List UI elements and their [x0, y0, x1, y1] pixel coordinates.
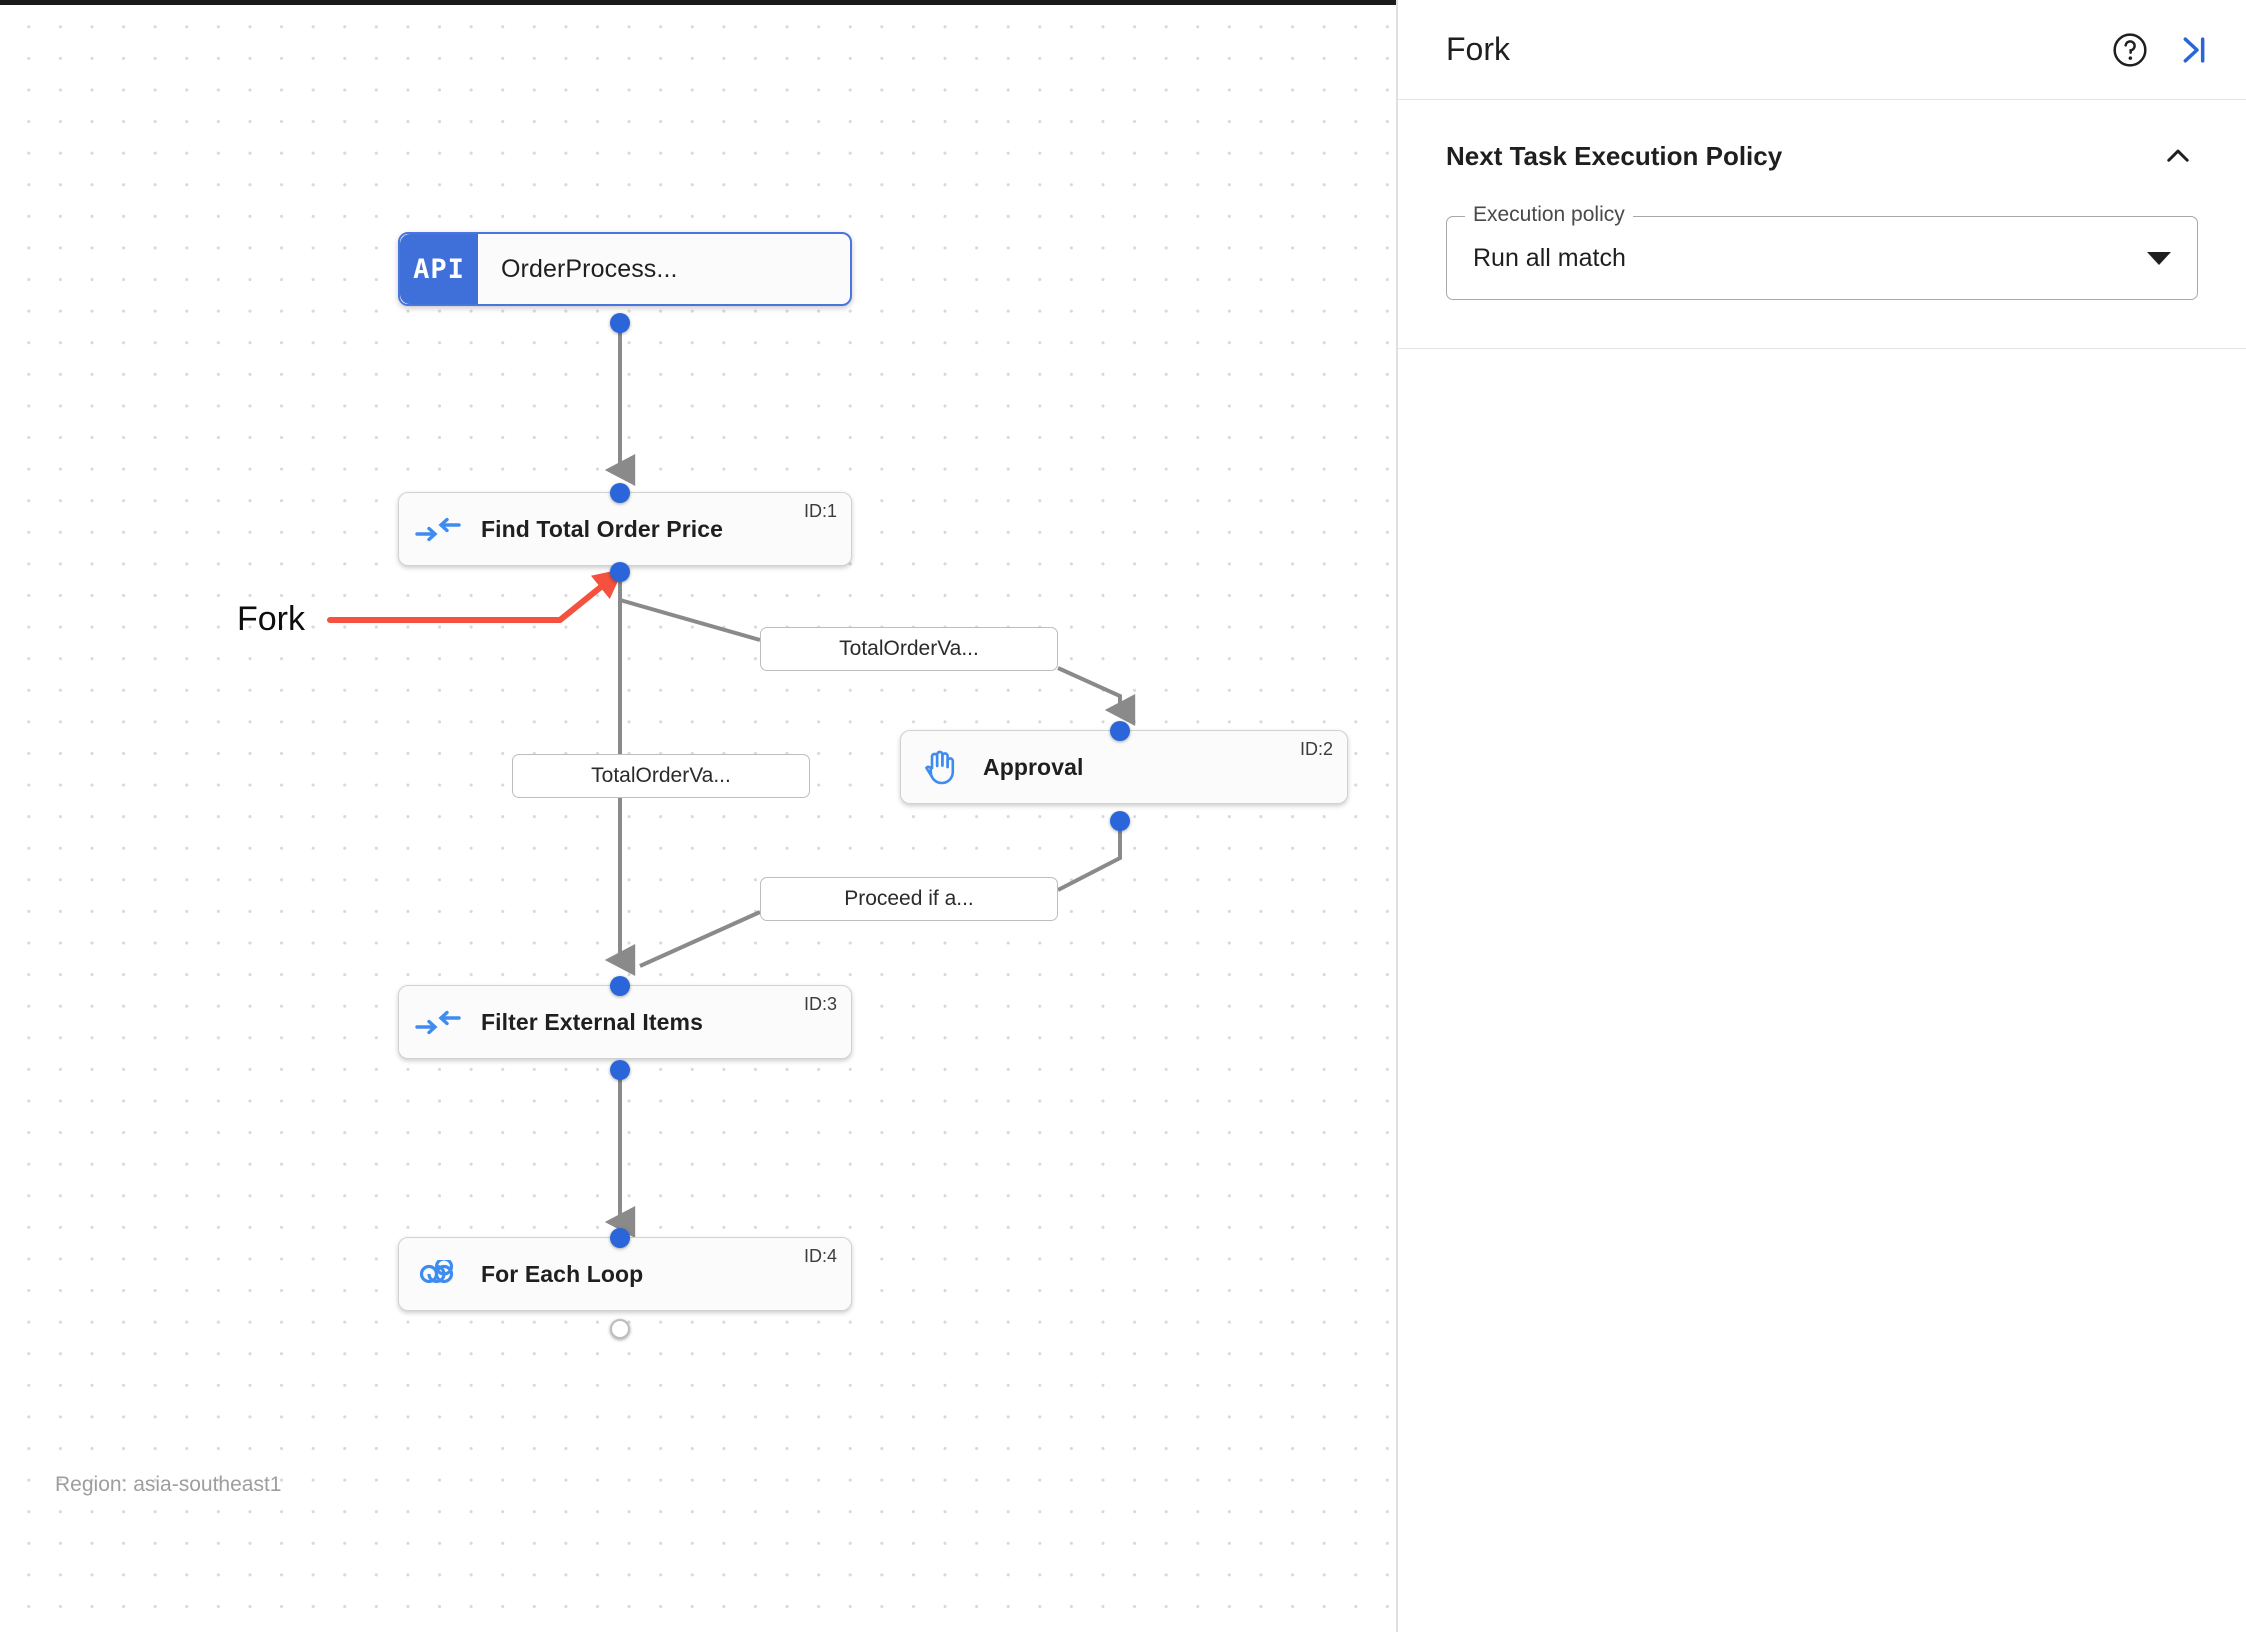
- node-connector-dot-out[interactable]: [610, 1319, 630, 1339]
- top-strip: [0, 0, 1396, 5]
- collapse-panel-icon[interactable]: [2166, 24, 2218, 76]
- edge-label-proceed[interactable]: Proceed if a...: [760, 877, 1058, 921]
- converge-arrows-icon: [399, 986, 477, 1058]
- edge-label-right-branch[interactable]: TotalOrderVa...: [760, 627, 1058, 671]
- infinity-loop-icon: [399, 1238, 477, 1310]
- node-id-tag: ID:2: [1299, 739, 1333, 759]
- node-connector-dot-out[interactable]: [1110, 811, 1130, 831]
- node-order-process[interactable]: API OrderProcess...: [398, 232, 852, 306]
- node-label: Filter External Items: [481, 1008, 703, 1035]
- panel-title: Fork: [1446, 31, 1510, 67]
- annotation-label-fork: Fork: [237, 600, 305, 638]
- next-task-execution-policy-section: Next Task Execution Policy Execution pol…: [1398, 100, 2246, 349]
- chevron-down-icon[interactable]: [2147, 251, 2171, 265]
- panel-header: Fork: [1398, 0, 2246, 100]
- node-id-tag: ID:4: [803, 1246, 837, 1266]
- details-panel: Fork Next Task Execution Policy: [1398, 0, 2246, 1632]
- node-for-each-loop[interactable]: For Each Loop ID:4: [398, 1237, 852, 1311]
- region-label: Region: asia-southeast1: [55, 1473, 282, 1496]
- node-connector-dot-in[interactable]: [610, 1228, 630, 1248]
- node-label: Find Total Order Price: [481, 515, 724, 542]
- node-connector-dot-out[interactable]: [610, 313, 630, 333]
- edge-label-left-branch[interactable]: TotalOrderVa...: [512, 754, 810, 798]
- execution-policy-label: Execution policy: [1465, 203, 1633, 227]
- fork-connector-dot[interactable]: [610, 562, 630, 582]
- execution-policy-value: Run all match: [1473, 243, 1626, 272]
- node-label: OrderProcess...: [501, 254, 678, 283]
- converge-arrows-icon: [399, 493, 477, 565]
- execution-policy-select[interactable]: Execution policy Run all match: [1446, 203, 2198, 300]
- section-title: Next Task Execution Policy: [1446, 140, 1783, 171]
- node-approval[interactable]: Approval ID:2: [900, 730, 1348, 804]
- hand-pause-icon: [901, 731, 979, 803]
- node-filter-external-items[interactable]: Filter External Items ID:3: [398, 985, 852, 1059]
- node-find-total-order-price[interactable]: Find Total Order Price ID:1: [398, 492, 852, 566]
- node-id-tag: ID:3: [803, 994, 837, 1014]
- node-connector-dot-in[interactable]: [610, 483, 630, 503]
- help-circle-icon[interactable]: [2104, 24, 2156, 76]
- node-connector-dot-in[interactable]: [1110, 721, 1130, 741]
- node-connector-dot-in[interactable]: [610, 976, 630, 996]
- node-label: Approval: [983, 753, 1084, 780]
- node-connector-dot-out[interactable]: [610, 1060, 630, 1080]
- workflow-canvas[interactable]: API OrderProcess... Fin: [0, 0, 1398, 1632]
- node-id-tag: ID:1: [803, 501, 837, 521]
- node-label: For Each Loop: [481, 1260, 644, 1287]
- api-badge-icon: API: [400, 234, 479, 304]
- section-header[interactable]: Next Task Execution Policy: [1446, 136, 2198, 176]
- chevron-up-icon[interactable]: [2158, 136, 2198, 176]
